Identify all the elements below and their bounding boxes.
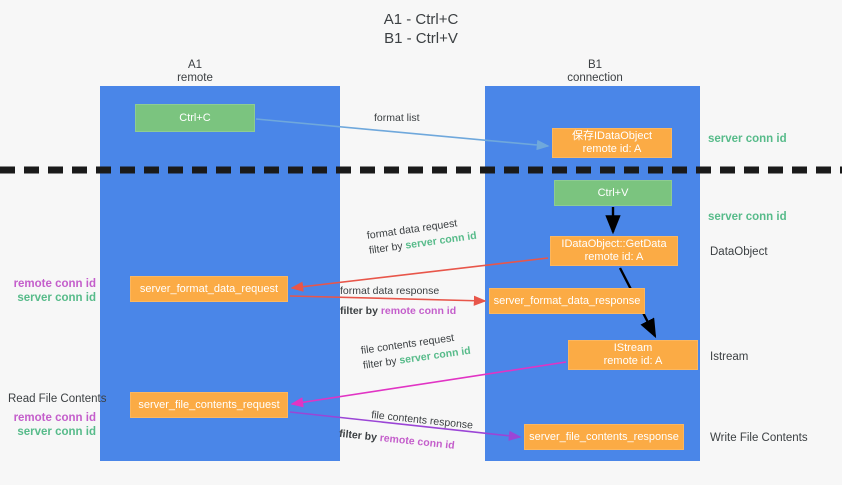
label-server-conn-id-left-1: server conn id (17, 292, 96, 304)
column-header-b1-role: connection (567, 72, 623, 84)
node-getdata-line2: remote id: A (584, 251, 644, 263)
arrow-label-format-data-response-title: format data response (340, 285, 440, 297)
filter-prefix: filter by (340, 305, 381, 317)
label-dataobject: DataObject (710, 246, 768, 258)
node-idataobject-line2: remote id: A (582, 143, 642, 155)
title-line-2: B1 - Ctrl+V (384, 30, 458, 47)
label-write-file-contents: Write File Contents (710, 432, 808, 444)
node-istream-line2: remote id: A (603, 355, 663, 367)
node-server-format-data-response-label: server_format_data_response (493, 294, 641, 307)
node-server-format-data-request[interactable]: server_format_data_request (130, 276, 288, 302)
node-getdata-line1: IDataObject::GetData (561, 238, 667, 250)
node-istream-line1: IStream (613, 342, 653, 354)
node-server-file-contents-response-label: server_file_contents_response (529, 430, 679, 443)
node-ctrl-c[interactable]: Ctrl+C (135, 104, 255, 132)
arrow-label-format-data-response: format data response filter by remote co… (340, 284, 456, 318)
label-read-file-contents: Read File Contents (8, 393, 107, 405)
column-header-b1-name: B1 (587, 59, 603, 71)
arrow-label-format-list: format list (374, 112, 420, 124)
arrow-label-file-contents-response-title: file contents response (370, 408, 474, 432)
column-header-a1-name: A1 (187, 59, 203, 71)
node-server-format-data-request-label: server_format_data_request (139, 282, 279, 295)
arrow-label-file-contents-response-filter: filter by remote conn id (338, 427, 471, 455)
arrow-label-format-data-request: format data request filter by server con… (366, 214, 478, 258)
arrow-label-file-contents-request: file contents request filter by server c… (360, 329, 472, 373)
label-server-conn-id-second: server conn id (708, 211, 787, 223)
filter-value-remote-conn-id: remote conn id (379, 432, 456, 452)
filter-prefix: filter by (338, 427, 381, 444)
label-istream: Istream (710, 351, 749, 363)
label-group-format: remote conn id server conn id (0, 277, 96, 305)
title-line-1: A1 - Ctrl+C (383, 11, 459, 28)
node-ctrl-c-label: Ctrl+C (179, 111, 211, 124)
node-idataobject-line1: 保存IDataObject (571, 130, 653, 142)
filter-prefix: filter by (362, 354, 401, 372)
label-group-file: remote conn id server conn id (0, 411, 96, 439)
node-idataobject[interactable]: 保存IDataObject remote id: A (552, 128, 672, 158)
column-header-a1: A1 remote (120, 59, 270, 85)
column-header-b1: B1 connection (520, 59, 670, 85)
arrow-label-file-contents-response: file contents response filter by remote … (339, 408, 474, 454)
node-server-format-data-response[interactable]: server_format_data_response (489, 288, 645, 314)
label-remote-conn-id-1: remote conn id (13, 278, 96, 290)
node-server-file-contents-response[interactable]: server_file_contents_response (524, 424, 684, 450)
page-title: A1 - Ctrl+C B1 - Ctrl+V (0, 10, 842, 48)
filter-prefix: filter by (368, 239, 407, 257)
node-server-file-contents-request-label: server_file_contents_request (138, 398, 280, 411)
filter-value-remote-conn-id: remote conn id (380, 305, 457, 317)
node-idataobject-getdata[interactable]: IDataObject::GetData remote id: A (550, 236, 678, 266)
phase-separator (0, 166, 842, 174)
column-header-a1-role: remote (177, 72, 213, 84)
label-server-conn-id-top: server conn id (708, 133, 787, 145)
label-server-conn-id-left-2: server conn id (17, 426, 96, 438)
node-ctrl-v[interactable]: Ctrl+V (554, 180, 672, 206)
node-ctrl-v-label: Ctrl+V (597, 186, 629, 199)
arrow-label-format-data-response-filter: filter by remote conn id (340, 304, 456, 318)
node-istream[interactable]: IStream remote id: A (568, 340, 698, 370)
node-server-file-contents-request[interactable]: server_file_contents_request (130, 392, 288, 418)
label-remote-conn-id-2: remote conn id (13, 412, 96, 424)
